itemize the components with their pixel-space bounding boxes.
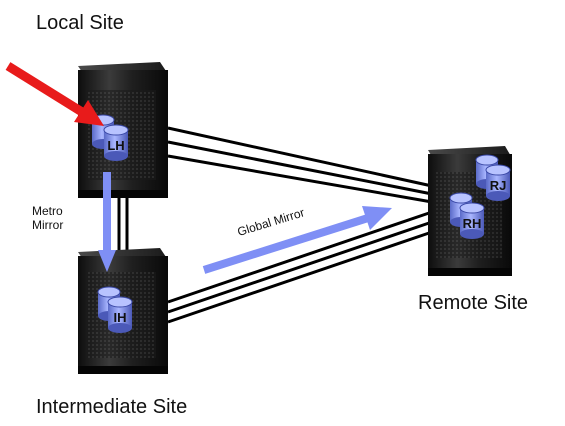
metro-mirror-label-line1: Metro (32, 204, 63, 218)
local-site-label: Local Site (36, 12, 124, 34)
host-write-arrow (5, 62, 104, 126)
global-mirror-label: Global Mirror (236, 205, 306, 239)
remote-site-label: Remote Site (418, 292, 529, 314)
disk-stack-icon (475, 154, 511, 201)
global-mirror-arrow (202, 206, 392, 274)
volume-label-rj: RJ (490, 178, 507, 193)
metro-mirror-arrow (98, 172, 116, 272)
volume-label-rh: RH (463, 216, 482, 231)
disk-stack-icon (91, 114, 129, 161)
volume-label-lh: LH (107, 138, 124, 153)
disk-stack-icon (449, 192, 485, 239)
disk-stack-icon (97, 286, 133, 333)
volume-label-ih: IH (114, 310, 127, 325)
metro-mirror-label: Metro Mirror (32, 204, 63, 232)
metro-mirror-label-line2: Mirror (32, 218, 64, 232)
link-intermediate-to-remote (167, 210, 433, 324)
intermediate-site-label: Intermediate Site (36, 396, 188, 418)
link-local-to-intermediate (117, 196, 129, 258)
link-local-to-remote (167, 126, 433, 204)
